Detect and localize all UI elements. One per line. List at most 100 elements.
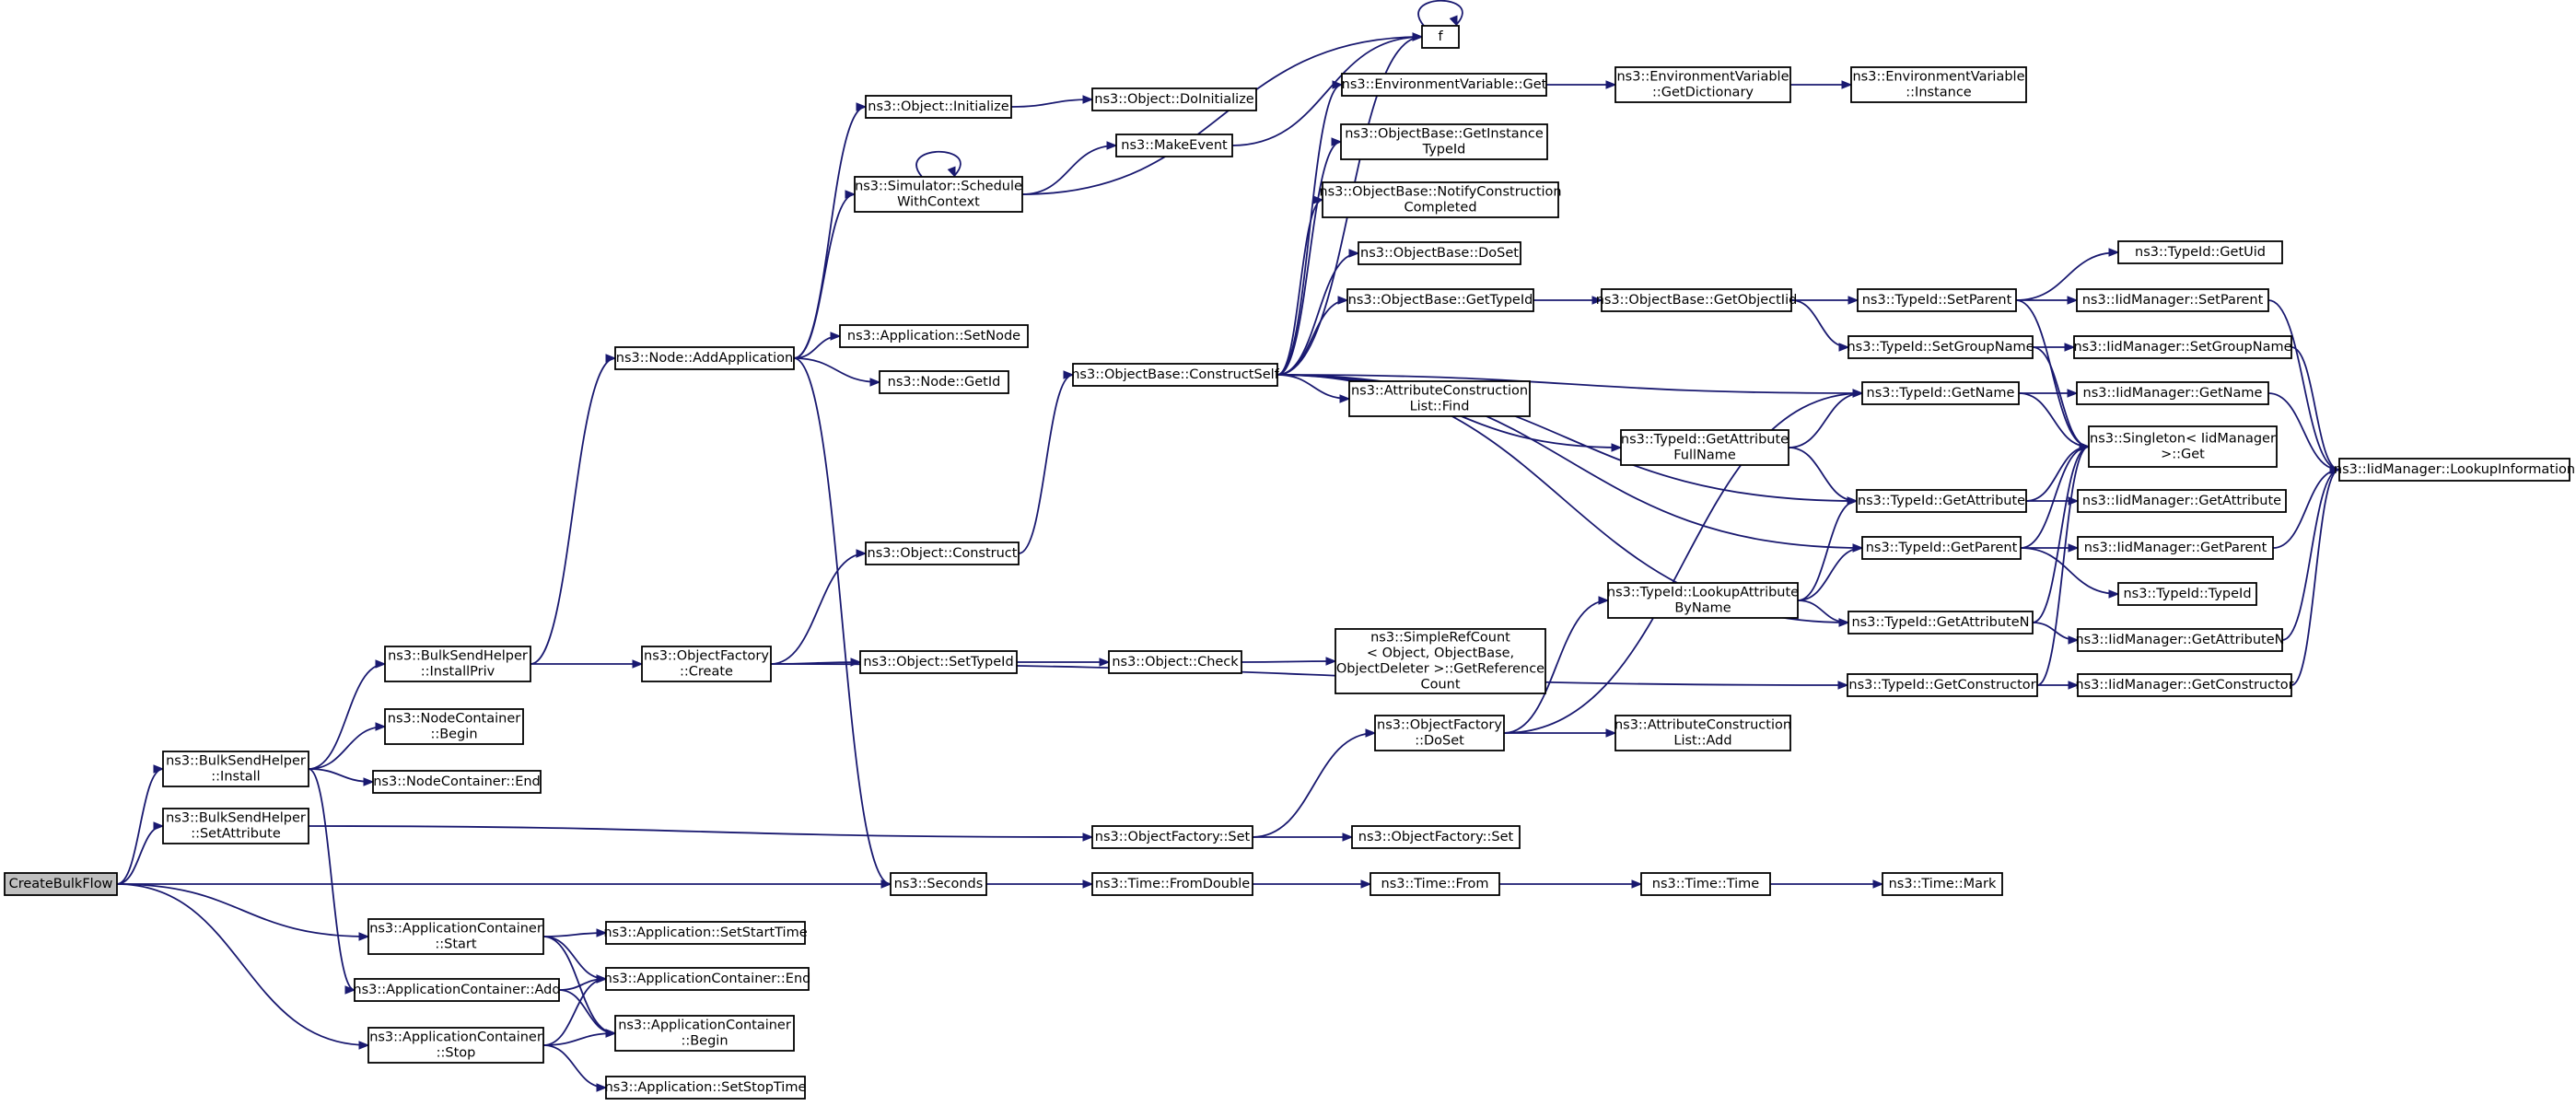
edge-arrowhead bbox=[358, 1041, 370, 1050]
node-seconds[interactable]: ns3::Seconds bbox=[890, 872, 987, 896]
node-time-time[interactable]: ns3::Time::Time bbox=[1640, 872, 1771, 896]
node-label: ns3::ApplicationContainer::End bbox=[604, 972, 811, 986]
edge-arrowhead bbox=[1631, 879, 1643, 889]
node-ob-gettypeid[interactable]: ns3::ObjectBase::GetTypeId bbox=[1346, 288, 1534, 312]
node-ob-doset[interactable]: ns3::ObjectBase::DoSet bbox=[1358, 241, 1521, 265]
edge-ob-getobjectiid-to-tid-setparent bbox=[1791, 296, 1859, 305]
node-obj-settypeid[interactable]: ns3::Object::SetTypeId bbox=[859, 650, 1018, 674]
node-node-getid[interactable]: ns3::Node::GetId bbox=[879, 370, 1009, 394]
node-time-fromdouble[interactable]: ns3::Time::FromDouble bbox=[1091, 872, 1253, 896]
edge-ac-start-to-app-setstart bbox=[542, 928, 608, 937]
node-tid-getconstructor[interactable]: ns3::TypeId::GetConstructor bbox=[1847, 673, 2038, 697]
node-box bbox=[1847, 611, 2034, 634]
node-tid-typeid[interactable]: ns3::TypeId::TypeId bbox=[2117, 582, 2257, 606]
node-iid-getattribute[interactable]: ns3::IidManager::GetAttribute bbox=[2077, 489, 2287, 513]
edge-arrowhead bbox=[1332, 80, 1344, 89]
node-ac-end[interactable]: ns3::ApplicationContainer::End bbox=[604, 967, 811, 991]
edge-arrowhead bbox=[1063, 370, 1075, 379]
node-box bbox=[890, 872, 987, 896]
node-of-doset[interactable]: ns3::ObjectFactory::DoSet bbox=[1374, 715, 1505, 751]
node-tid-getattribute[interactable]: ns3::TypeId::GetAttribute bbox=[1856, 489, 2027, 513]
node-app-setnode[interactable]: ns3::Application::SetNode bbox=[839, 324, 1029, 348]
node-nc-begin[interactable]: ns3::NodeContainer::Begin bbox=[384, 708, 524, 745]
node-tid-getname[interactable]: ns3::TypeId::GetName bbox=[1861, 381, 2020, 405]
node-iid-setgroupname[interactable]: ns3::IidManager::SetGroupName bbox=[2073, 335, 2292, 359]
node-ac-add[interactable]: ns3::ApplicationContainer::Add bbox=[353, 978, 561, 1002]
node-root[interactable]: CreateBulkFlow bbox=[4, 872, 118, 896]
node-iid-getname[interactable]: ns3::IidManager::GetName bbox=[2076, 381, 2269, 405]
node-iid-getconstructor[interactable]: ns3::IidManager::GetConstructor bbox=[2075, 673, 2294, 697]
edge-arrowhead bbox=[1331, 137, 1343, 146]
edge-arrowhead bbox=[1872, 879, 1884, 889]
node-time-mark[interactable]: ns3::Time::Mark bbox=[1882, 872, 2003, 896]
node-of-create[interactable]: ns3::ObjectFactory::Create bbox=[641, 646, 772, 682]
edge-line bbox=[308, 825, 1093, 838]
edge-ob-getobjectiid-to-tid-setgroupname bbox=[1790, 299, 1850, 352]
node-label: Count bbox=[1420, 678, 1460, 693]
node-obj-init[interactable]: ns3::Object::Initialize bbox=[865, 95, 1012, 119]
node-tid-getuid[interactable]: ns3::TypeId::GetUid bbox=[2117, 240, 2283, 264]
node-box bbox=[2338, 458, 2570, 482]
node-obj-doinit[interactable]: ns3::Object::DoInitialize bbox=[1091, 87, 1257, 111]
node-bsh-setattr[interactable]: ns3::BulkSendHelper::SetAttribute bbox=[162, 808, 309, 844]
node-label: ns3::ApplicationContainer bbox=[369, 922, 542, 937]
node-ac-begin[interactable]: ns3::ApplicationContainer::Begin bbox=[614, 1015, 795, 1052]
node-box bbox=[1601, 288, 1792, 312]
node-obj-construct[interactable]: ns3::Object::Construct bbox=[865, 541, 1020, 565]
node-app-setstop[interactable]: ns3::Application::SetStopTime bbox=[605, 1076, 807, 1100]
edge-arrowhead bbox=[363, 777, 375, 786]
node-bsh-install[interactable]: ns3::BulkSendHelper::Install bbox=[162, 751, 309, 787]
node-iid-setparent[interactable]: ns3::IidManager::SetParent bbox=[2076, 288, 2269, 312]
node-ob-notify[interactable]: ns3::ObjectBase::NotifyConstructionCompl… bbox=[1319, 181, 1562, 218]
edge-arrowhead bbox=[1337, 296, 1349, 305]
edge-node-addapp-to-seconds bbox=[793, 357, 892, 889]
node-ac-start[interactable]: ns3::ApplicationContainer::Start bbox=[367, 918, 544, 955]
node-bsh-installpriv[interactable]: ns3::BulkSendHelper::InstallPriv bbox=[384, 646, 531, 682]
node-envvar-getdict[interactable]: ns3::EnvironmentVariable::GetDictionary bbox=[1614, 66, 1791, 103]
node-tid-getparent[interactable]: ns3::TypeId::GetParent bbox=[1861, 536, 2022, 560]
node-time-from[interactable]: ns3::Time::From bbox=[1370, 872, 1500, 896]
node-iid-lookupinfo[interactable]: ns3::IidManager::LookupInformation bbox=[2334, 458, 2575, 482]
edge-tid-setparent-to-singleton-get bbox=[2015, 299, 2091, 451]
node-envvar-instance[interactable]: ns3::EnvironmentVariable::Instance bbox=[1850, 66, 2027, 103]
node-of-set2[interactable]: ns3::ObjectFactory::Set bbox=[1351, 825, 1521, 849]
node-box bbox=[1614, 66, 1791, 103]
node-ac-stop[interactable]: ns3::ApplicationContainer::Stop bbox=[367, 1027, 544, 1064]
edge-line bbox=[770, 553, 867, 665]
node-of-set1[interactable]: ns3::ObjectFactory::Set bbox=[1091, 825, 1253, 849]
node-simplerefcount[interactable]: ns3::SimpleRefCount< Object, ObjectBase,… bbox=[1335, 628, 1546, 694]
node-node-addapp[interactable]: ns3::Node::AddApplication bbox=[614, 346, 795, 370]
edge-envvar-get-to-envvar-getdict bbox=[1546, 80, 1617, 89]
node-tid-setparent[interactable]: ns3::TypeId::SetParent bbox=[1857, 288, 2017, 312]
node-iid-getattributen[interactable]: ns3::IidManager::GetAttributeN bbox=[2075, 628, 2285, 652]
edge-line bbox=[542, 1044, 607, 1089]
edge-of-set1-to-of-set2 bbox=[1252, 832, 1354, 842]
node-iid-getparent[interactable]: ns3::IidManager::GetParent bbox=[2077, 536, 2274, 560]
node-tid-getattributen[interactable]: ns3::TypeId::GetAttributeN bbox=[1847, 611, 2034, 634]
node-singleton-get[interactable]: ns3::Singleton< IidManager>::Get bbox=[2088, 425, 2278, 468]
edge-obj-settypeid-to-obj-check bbox=[1016, 658, 1111, 667]
node-box bbox=[367, 918, 544, 955]
node-ob-getobjectiid[interactable]: ns3::ObjectBase::GetObjectIid bbox=[1596, 288, 1798, 312]
node-label: ns3::IidManager::SetParent bbox=[2082, 293, 2264, 308]
node-box bbox=[1882, 872, 2003, 896]
node-makeevent[interactable]: ns3::MakeEvent bbox=[1115, 134, 1233, 157]
node-tid-setgroupname[interactable]: ns3::TypeId::SetGroupName bbox=[1847, 335, 2034, 359]
node-label: ns3::MakeEvent bbox=[1121, 138, 1228, 153]
node-f[interactable]: f bbox=[1421, 25, 1460, 49]
node-ob-constructself[interactable]: ns3::ObjectBase::ConstructSelf bbox=[1071, 363, 1280, 387]
node-app-setstart[interactable]: ns3::Application::SetStartTime bbox=[603, 921, 808, 945]
node-envvar-get[interactable]: ns3::EnvironmentVariable::Get bbox=[1341, 73, 1547, 97]
edge-line bbox=[2267, 392, 2340, 471]
node-label: >::Get bbox=[2161, 448, 2205, 462]
node-nc-end[interactable]: ns3::NodeContainer::End bbox=[372, 770, 542, 794]
node-label: ns3::Time::Time bbox=[1652, 877, 1760, 891]
edge-arrowhead bbox=[1082, 832, 1094, 842]
node-obj-check[interactable]: ns3::Object::Check bbox=[1108, 650, 1242, 674]
